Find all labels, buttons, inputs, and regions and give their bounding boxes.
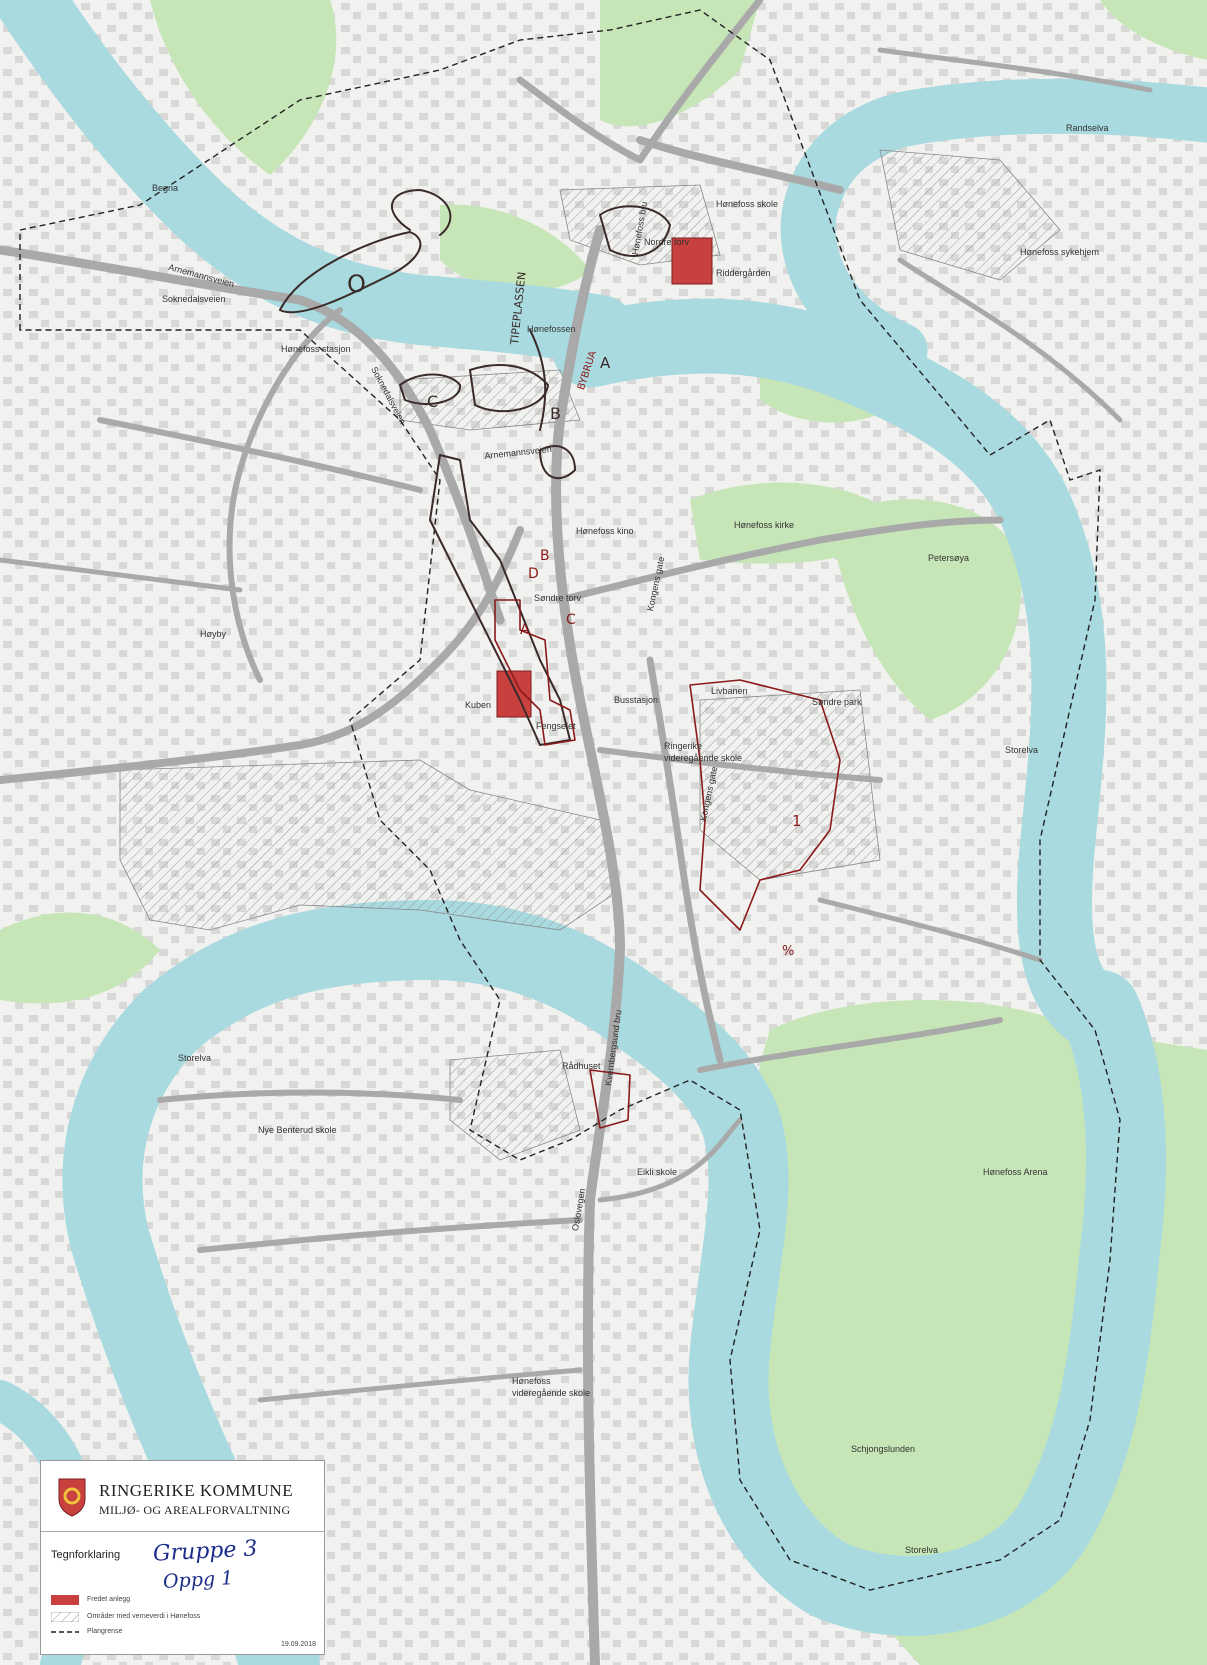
place-eikli-skole: Eikli skole — [637, 1167, 678, 1177]
place-radhuset: Rådhuset — [562, 1061, 601, 1071]
place-storelva-west: Storelva — [178, 1053, 212, 1063]
annotation-label-1: 1 — [792, 812, 802, 830]
annotation-label-c: C — [427, 392, 439, 411]
annotation-red-outlines — [494, 599, 841, 1129]
place-honefoss-skole: Hønefoss skole — [716, 199, 779, 209]
place-soknedalsveien-west: Soknedalsveien — [162, 294, 226, 304]
place-nordre-torv: Nordre torv — [644, 237, 690, 247]
legend-swatch-boundary — [51, 1631, 79, 1633]
place-honefoss-stasjon: Hønefoss stasjon — [281, 344, 351, 354]
place-fengselet: Fengselet — [536, 721, 576, 731]
ringerike-coat-of-arms-icon — [58, 1478, 86, 1517]
legend-item-protected: Fredet anlegg — [87, 1596, 131, 1603]
place-honefoss-kino: Hønefoss kino — [576, 526, 634, 536]
place-livbanen: Livbanen — [711, 686, 748, 696]
legend-org-name: RINGERIKE KOMMUNE — [99, 1481, 294, 1500]
annotation-outlines — [279, 189, 671, 746]
place-randselva: Randselva — [1066, 123, 1109, 133]
place-storelva-east: Storelva — [1005, 745, 1039, 755]
place-petersoya: Petersøya — [928, 553, 970, 563]
place-ringerike-vgs-line2: videregående skole — [664, 753, 743, 763]
place-kuben: Kuben — [465, 700, 492, 710]
place-honefoss-arena: Hønefoss Arena — [983, 1167, 1048, 1177]
legend-department: MILJØ- OG AREALFORVALTNING — [99, 1503, 291, 1517]
annotation-label-a-side: A — [600, 354, 611, 372]
legend-swatch-hatch — [51, 1612, 79, 1622]
legend-handwritten-group: Gruppe 3 — [152, 1536, 259, 1567]
place-honefoss-vgs-line1: Hønefoss — [512, 1376, 551, 1386]
place-storelva-south: Storelva — [905, 1545, 939, 1555]
place-nye-benterud-skole: Nye Benterud skole — [258, 1125, 337, 1135]
place-honefoss-kirke: Hønefoss kirke — [734, 520, 795, 530]
annotation-label-d: D — [528, 566, 539, 582]
place-honefoss-sykehjem: Hønefoss sykehjem — [1020, 247, 1100, 257]
annotation-label-a: A — [520, 622, 530, 638]
place-hoyby: Høyby — [200, 629, 227, 639]
annotation-label-c2: C — [566, 612, 576, 628]
place-honefossen: Hønefossen — [527, 324, 576, 334]
legend-item-boundary: Plangrense — [87, 1628, 123, 1635]
place-busstasjon: Busstasjon — [614, 695, 659, 705]
legend-date: 19.09.2018 — [280, 1641, 316, 1648]
annotation-circle-o: O — [347, 270, 366, 298]
place-schjongslunden: Schjongslunden — [851, 1444, 916, 1454]
annotation-label-b: B — [550, 404, 561, 423]
annotation-label-b2: B — [540, 548, 550, 564]
hatched-areas — [119, 149, 1061, 1161]
place-sondre-park: Søndre park — [812, 697, 862, 707]
legend-divider — [41, 1531, 324, 1532]
legend-item-hatched: Områder med verneverdi i Hønefoss — [87, 1613, 201, 1620]
annotation-percent: % — [782, 944, 795, 959]
legend-title: Tegnforklaring — [51, 1549, 121, 1561]
roads — [0, 0, 1153, 1665]
place-sondre-torv: Søndre torv — [534, 593, 582, 603]
place-honefoss-vgs-line2: videregående skole — [512, 1388, 591, 1398]
map-legend: RINGERIKE KOMMUNE MILJØ- OG AREALFORVALT… — [40, 1460, 325, 1655]
place-riddergarden: Riddergården — [716, 268, 771, 278]
legend-swatch-protected — [51, 1595, 79, 1605]
legend-handwritten-task: Oppg 1 — [162, 1567, 234, 1593]
place-begna: Begna — [152, 183, 179, 193]
place-ringerike-vgs-line1: Ringerike — [664, 741, 703, 751]
